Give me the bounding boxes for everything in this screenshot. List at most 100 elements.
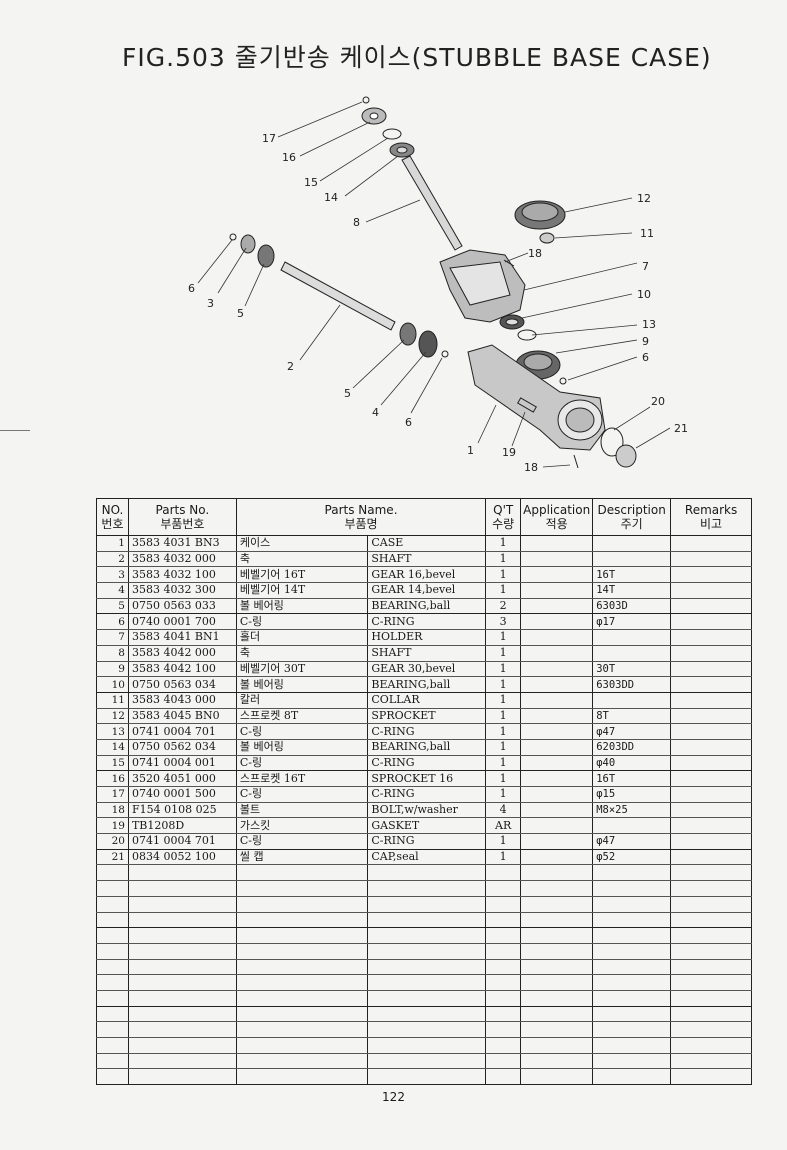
table-row (96, 1037, 752, 1054)
callout-5: 5 (237, 307, 244, 320)
table-cell: 7 (96, 629, 129, 646)
callout-3: 3 (207, 297, 214, 310)
table-cell: 1 (96, 535, 129, 552)
table-cell (670, 990, 752, 1007)
table-cell (235, 974, 369, 991)
table-cell (520, 723, 594, 740)
table-cell: 3 (96, 566, 129, 584)
table-cell: 3583 4032 300 (127, 582, 237, 599)
table-cell: 18 (96, 802, 129, 819)
callout-15: 15 (304, 176, 318, 189)
table-cell (670, 1037, 752, 1054)
table-cell: 축 (235, 645, 369, 662)
table-cell (367, 990, 487, 1007)
table-row (96, 912, 752, 929)
table-cell: BEARING,ball (367, 676, 487, 693)
table-cell (367, 1021, 487, 1038)
table-cell: BEARING,ball (367, 598, 487, 615)
table-cell (670, 849, 752, 866)
table-cell: 칼러 (235, 692, 369, 709)
table-cell (235, 896, 369, 913)
table-cell (670, 1068, 752, 1086)
table-cell (520, 896, 594, 913)
table-cell: C-RING (367, 723, 487, 740)
table-cell (670, 817, 752, 835)
callout-2: 2 (287, 360, 294, 373)
table-cell: SPROCKET 16 (367, 770, 487, 787)
table-cell (520, 755, 594, 772)
table-cell (592, 896, 672, 913)
table-cell (670, 582, 752, 599)
table-cell (670, 739, 752, 756)
table-row (96, 896, 752, 913)
callout-18: 18 (528, 247, 542, 260)
table-row (96, 974, 752, 991)
table-cell: 0740 0001 500 (127, 786, 237, 803)
table-cell: GEAR 16,bevel (367, 566, 487, 584)
table-cell: HOLDER (367, 629, 487, 646)
callout-20: 20 (651, 395, 665, 408)
table-cell (96, 896, 129, 913)
callout-8: 8 (353, 216, 360, 229)
table-cell: 2 (485, 598, 522, 615)
callout-6c: 6 (405, 416, 412, 429)
table-cell (670, 927, 752, 944)
callout-7: 7 (642, 260, 649, 273)
table-cell (367, 974, 487, 991)
table-cell (592, 974, 672, 991)
table-cell (670, 645, 752, 662)
table-cell (670, 755, 752, 772)
table-cell (520, 802, 594, 819)
table-cell: 씰 캡 (235, 849, 369, 866)
table-cell: 1 (485, 582, 522, 599)
table-cell: 볼 베어링 (235, 676, 369, 693)
table-cell (592, 629, 672, 646)
table-cell: 16 (96, 770, 129, 787)
table-cell (592, 692, 672, 709)
table-cell (670, 833, 752, 850)
table-cell (485, 1037, 522, 1054)
table-cell (520, 927, 594, 944)
table-cell: 8 (96, 645, 129, 662)
table-cell (670, 880, 752, 897)
table-cell (520, 582, 594, 599)
table-cell (670, 598, 752, 615)
table-cell: 4 (96, 582, 129, 599)
table-cell: 1 (485, 849, 522, 866)
table-cell (670, 613, 752, 631)
callout-6: 6 (642, 351, 649, 364)
table-cell (520, 770, 594, 787)
table-cell: φ40 (592, 755, 672, 772)
table-cell (127, 864, 237, 882)
table-cell: φ15 (592, 786, 672, 803)
table-cell: C-RING (367, 833, 487, 850)
table-cell: GEAR 14,bevel (367, 582, 487, 599)
table-cell: 6303D (592, 598, 672, 615)
table-cell: GEAR 30,bevel (367, 661, 487, 678)
table-cell (367, 1037, 487, 1054)
table-cell (520, 661, 594, 678)
table-cell (592, 1006, 672, 1023)
table-cell: 0834 0052 100 (127, 849, 237, 866)
table-cell (96, 912, 129, 929)
table-cell: 3520 4051 000 (127, 770, 237, 787)
table-cell (670, 676, 752, 693)
table-cell: 볼 베어링 (235, 598, 369, 615)
table-cell (367, 927, 487, 944)
table-cell (520, 1068, 594, 1086)
table-cell (235, 990, 369, 1007)
table-cell: 0750 0562 034 (127, 739, 237, 756)
table-cell (520, 629, 594, 646)
table-cell (670, 661, 752, 678)
table-cell: C-링 (235, 786, 369, 803)
table-cell (592, 1037, 672, 1054)
table-cell (670, 974, 752, 991)
